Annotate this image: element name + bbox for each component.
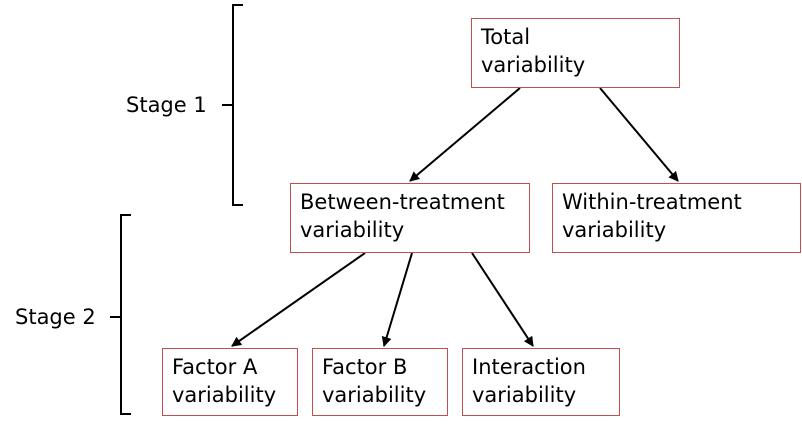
- arrow-total-to-between: [409, 87, 521, 182]
- arrow-between-to-factor-a: [231, 252, 366, 347]
- factor-b-line2: variability: [322, 383, 427, 407]
- factor-a-box: Factor A variability: [162, 348, 298, 416]
- arrow-between-to-factor-b: [381, 252, 413, 347]
- factor-a-line2: variability: [172, 383, 277, 407]
- stage2-label: Stage 2: [15, 305, 96, 329]
- interaction-box: Interaction variability: [462, 348, 620, 416]
- total-variability-line1: Total: [481, 25, 531, 49]
- total-variability-line2: variability: [481, 53, 586, 77]
- stage2-bracket: [110, 214, 131, 415]
- within-treatment-line2: variability: [562, 218, 667, 242]
- between-treatment-box: Between-treatment variability: [290, 183, 530, 253]
- between-treatment-line1: Between-treatment: [300, 190, 505, 214]
- total-variability-box: Total variability: [471, 18, 680, 88]
- arrow-between-to-interaction: [471, 252, 534, 347]
- within-treatment-line1: Within-treatment: [562, 190, 742, 214]
- within-treatment-box: Within-treatment variability: [552, 183, 801, 253]
- stage1-bracket: [222, 4, 243, 206]
- factor-b-box: Factor B variability: [312, 348, 448, 416]
- arrow-total-to-within: [599, 87, 679, 182]
- stage1-label: Stage 1: [126, 93, 207, 117]
- interaction-line1: Interaction: [472, 355, 586, 379]
- factor-b-line1: Factor B: [322, 355, 408, 379]
- interaction-line2: variability: [472, 383, 577, 407]
- factor-a-line1: Factor A: [172, 355, 258, 379]
- between-treatment-line2: variability: [300, 218, 405, 242]
